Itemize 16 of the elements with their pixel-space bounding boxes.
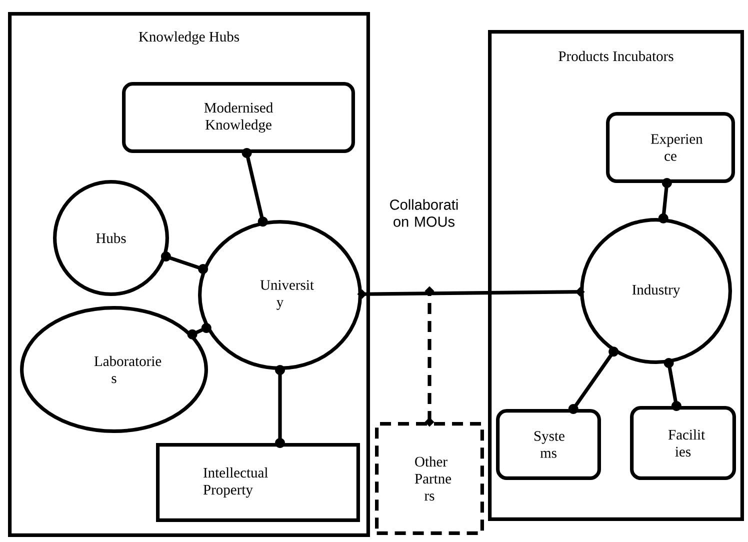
connector bbox=[664, 358, 682, 411]
rounded-box: Facilit ies bbox=[630, 406, 736, 480]
connector bbox=[275, 365, 285, 448]
edge-label: Collaborati on MOUs bbox=[390, 199, 458, 227]
connector bbox=[242, 148, 268, 227]
connector bbox=[658, 178, 672, 224]
text-box: Intellectual Property bbox=[156, 443, 360, 522]
dashed-box: Other Partne rs bbox=[375, 422, 484, 535]
connector bbox=[357, 287, 585, 299]
connector bbox=[187, 323, 212, 340]
connector bbox=[424, 286, 434, 427]
connector bbox=[568, 346, 619, 414]
rounded-box: Modernised Knowledge bbox=[122, 82, 355, 153]
rounded-box: Experien ce bbox=[606, 112, 735, 183]
connector bbox=[160, 252, 208, 274]
rounded-box: Syste ms bbox=[496, 409, 601, 480]
